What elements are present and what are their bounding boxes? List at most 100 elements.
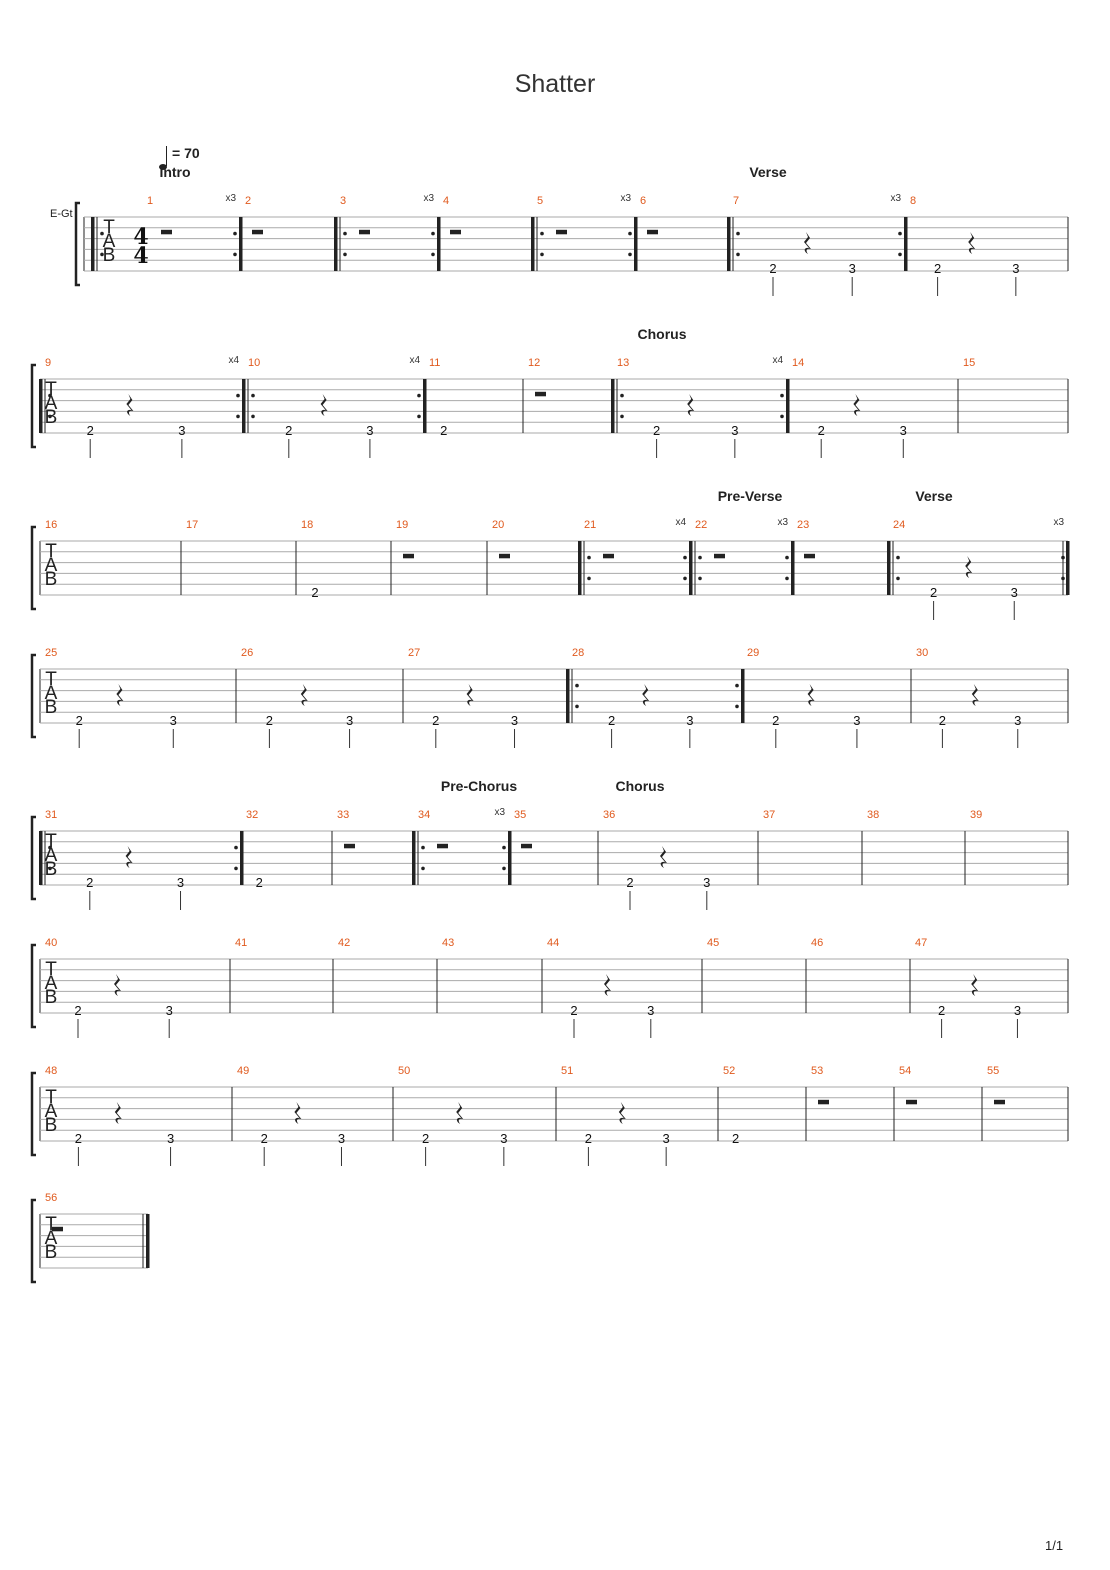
measure-number: 29	[747, 647, 759, 659]
tab-clef-letter: A	[45, 1228, 58, 1249]
whole-rest-icon	[437, 843, 448, 849]
repeat-count: x3	[494, 807, 505, 818]
whole-rest-icon	[359, 229, 370, 235]
whole-rest-icon	[521, 843, 532, 849]
fret-number: 2	[75, 1131, 82, 1146]
quarter-rest-icon	[853, 394, 861, 416]
measure-number: 48	[45, 1065, 57, 1077]
measure: 42	[338, 937, 438, 1013]
measure: 4	[443, 195, 533, 271]
repeat-start-thick	[39, 379, 43, 433]
repeat-count: x3	[423, 193, 434, 204]
whole-rest-icon	[161, 229, 172, 235]
measure-number: 34	[418, 809, 430, 821]
fret-number: 3	[1014, 713, 1021, 728]
quarter-rest-icon	[294, 1102, 302, 1124]
repeat-dot	[620, 393, 624, 398]
repeat-end-thick	[508, 831, 512, 885]
repeat-dot	[48, 845, 52, 850]
measure-number: 51	[561, 1065, 573, 1077]
whole-rest-icon	[603, 553, 614, 559]
fret-number: 2	[74, 1003, 81, 1018]
repeat-dot	[236, 414, 240, 419]
repeat-dot	[540, 252, 544, 257]
fret-number: 2	[261, 1131, 268, 1146]
measure-number: 22	[695, 519, 707, 531]
quarter-rest-icon	[116, 684, 124, 706]
measure-number: 6	[640, 195, 646, 207]
fret-number: 2	[938, 1003, 945, 1018]
repeat-dot	[421, 866, 425, 871]
measure: 12	[528, 357, 613, 433]
measure-number: 43	[442, 937, 454, 949]
fret-number: 3	[1012, 261, 1019, 276]
repeat-end-thick	[791, 541, 795, 595]
repeat-dot	[343, 252, 347, 257]
repeat-dot	[48, 866, 52, 871]
repeat-dot	[575, 704, 579, 709]
repeat-dot	[417, 393, 421, 398]
measure-number: 11	[429, 357, 440, 369]
repeat-dot	[431, 231, 435, 236]
measure-number: 42	[338, 937, 350, 949]
whole-rest-icon	[818, 1099, 829, 1105]
repeat-dot	[251, 393, 255, 398]
repeat-start-thick	[91, 217, 95, 271]
repeat-dot	[343, 231, 347, 236]
measure: 53	[811, 1065, 895, 1141]
quarter-rest-icon	[320, 394, 328, 416]
repeat-start-thick	[689, 541, 693, 595]
measure-number: 17	[186, 519, 198, 531]
repeat-dot	[683, 555, 687, 560]
quarter-rest-icon	[807, 684, 815, 706]
measure-number: 27	[408, 647, 420, 659]
measure-number: 45	[707, 937, 719, 949]
measure-number: 10	[248, 357, 260, 369]
repeat-dot	[251, 414, 255, 419]
repeat-dot	[48, 393, 52, 398]
repeat-start-thick	[242, 379, 246, 433]
quarter-rest-icon	[456, 1102, 464, 1124]
system-bracket	[30, 815, 36, 901]
repeat-dot	[236, 393, 240, 398]
repeat-count: x4	[228, 355, 239, 366]
repeat-dot	[48, 414, 52, 419]
tab-clef-letter: T	[45, 379, 57, 400]
repeat-dot	[896, 555, 900, 560]
repeat-dot	[417, 414, 421, 419]
fret-number: 3	[1014, 1003, 1021, 1018]
fret-number: 2	[422, 1131, 429, 1146]
repeat-start-thick	[611, 379, 615, 433]
fret-number: 2	[266, 713, 273, 728]
whole-rest-icon	[52, 1226, 63, 1232]
measure-number: 54	[899, 1065, 911, 1077]
measure-number: 46	[811, 937, 823, 949]
system-bracket	[30, 1198, 36, 1284]
final-barline-thick	[1066, 541, 1070, 595]
measure: 45	[707, 937, 807, 1013]
tab-clef-letter: B	[45, 987, 58, 1008]
repeat-dot	[1061, 576, 1065, 581]
repeat-count: x4	[409, 355, 420, 366]
measure-number: 50	[398, 1065, 410, 1077]
fret-number: 3	[500, 1131, 507, 1146]
fret-number: 3	[849, 261, 856, 276]
fret-number: 3	[853, 713, 860, 728]
time-signature-bottom: 4	[133, 243, 148, 269]
fret-number: 2	[285, 423, 292, 438]
measure-number: 39	[970, 809, 982, 821]
measure-number: 9	[45, 357, 51, 369]
measure: 2	[245, 195, 336, 271]
